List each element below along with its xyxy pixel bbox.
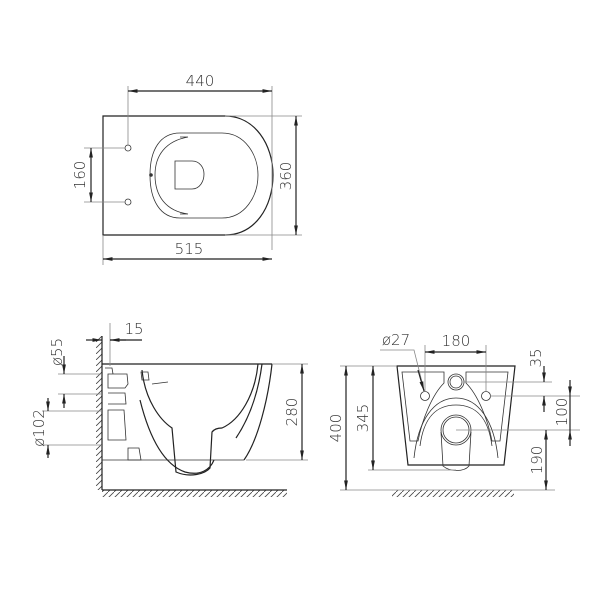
dim-d55: ø55 xyxy=(48,338,66,366)
flush-opening xyxy=(174,160,205,190)
seat-ring-outer xyxy=(149,132,259,219)
seat-hole-bottom xyxy=(124,198,132,206)
mount-hole-right xyxy=(481,391,491,401)
dim-15: 15 xyxy=(124,320,143,338)
dim-d27: ø27 xyxy=(382,331,410,349)
dim-160: 160 xyxy=(71,161,89,190)
dim-360: 360 xyxy=(277,162,295,191)
inlet-circle-inner xyxy=(449,375,463,389)
dim-400: 400 xyxy=(327,414,345,443)
seat-ring-inner xyxy=(154,136,189,215)
dim-280: 280 xyxy=(283,398,301,427)
dim-440: 440 xyxy=(186,72,215,90)
floor-hatch-front xyxy=(392,490,514,497)
top-view: 440 515 360 160 xyxy=(71,72,302,265)
seat-hole-top xyxy=(124,144,132,152)
seat-hinge-mark xyxy=(149,173,153,177)
top-view-outline xyxy=(102,115,274,236)
wall-hatch xyxy=(96,336,102,490)
dim-190: 190 xyxy=(528,446,546,475)
floor-hatch xyxy=(102,490,287,497)
dim-100: 100 xyxy=(553,398,571,427)
dim-515: 515 xyxy=(175,240,204,258)
front-view: ø27 180 35 100 190 400 345 xyxy=(327,331,580,497)
mount-hole-left xyxy=(420,391,430,401)
dim-345: 345 xyxy=(354,404,372,433)
dim-35: 35 xyxy=(527,348,545,367)
side-view: 15 ø55 ø102 280 xyxy=(30,320,308,497)
dim-d102: ø102 xyxy=(30,409,48,447)
dim-180: 180 xyxy=(442,332,471,350)
